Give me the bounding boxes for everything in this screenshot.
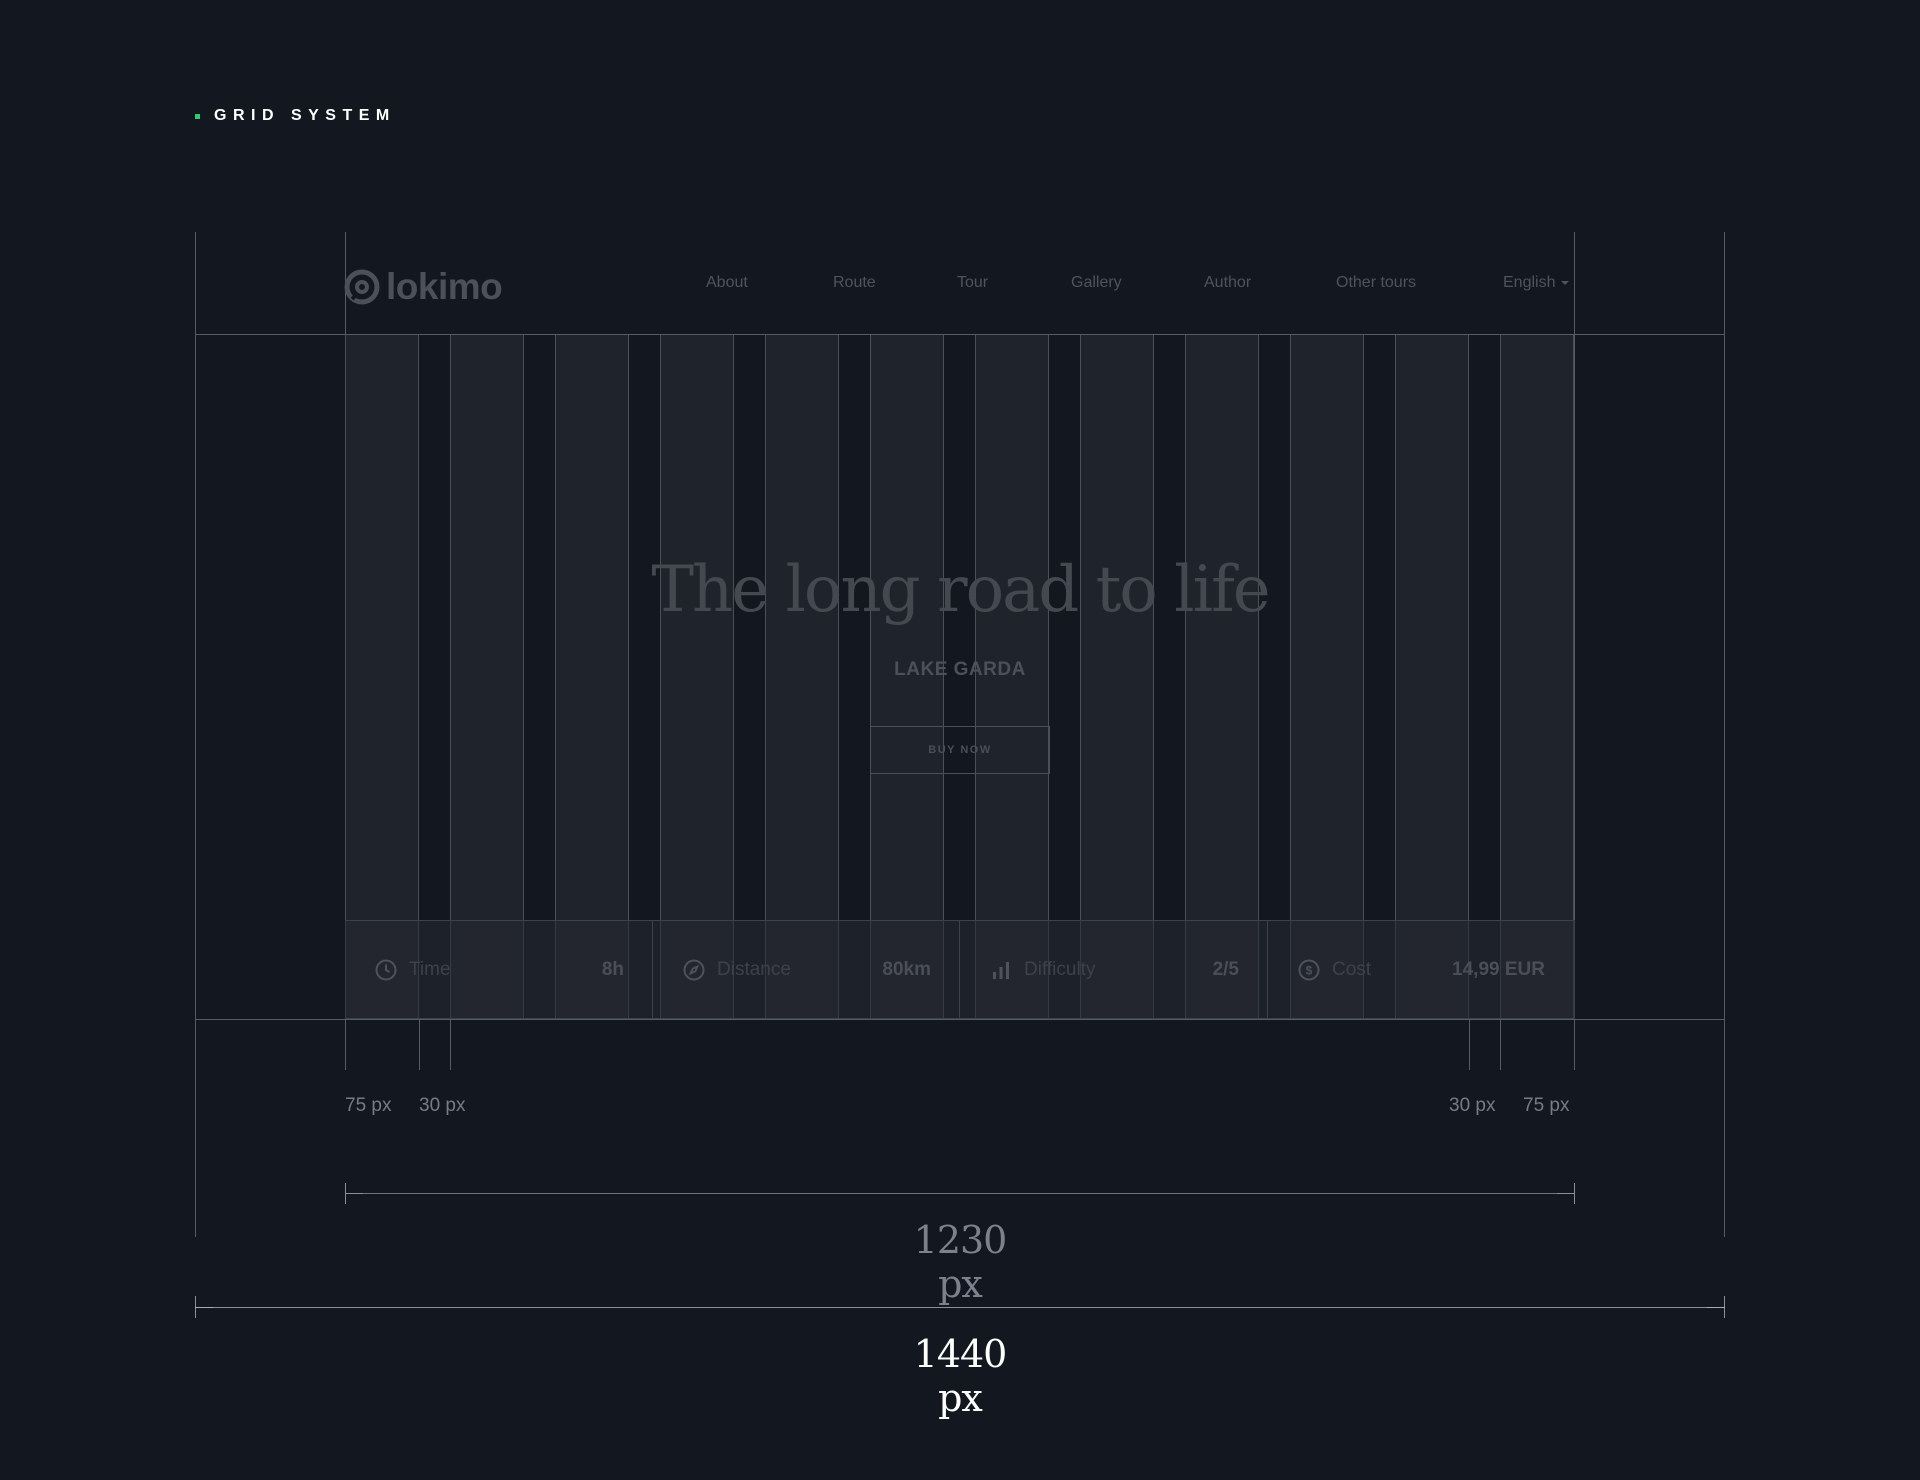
- stat-label: Time: [409, 958, 451, 980]
- margin-marker-line: [419, 1019, 420, 1070]
- hero-title: The long road to life: [651, 553, 1270, 627]
- content-right-edge: [1574, 232, 1575, 1070]
- grid-column: [555, 335, 629, 1019]
- page-right-edge: [1724, 232, 1725, 1237]
- language-label: English: [1503, 274, 1556, 291]
- grid-column: [1500, 335, 1574, 1019]
- nav-item-tour[interactable]: Tour: [957, 274, 989, 291]
- accent-dot: [195, 113, 200, 119]
- margin-right-label: 75 px: [1523, 1095, 1570, 1116]
- logo-text: lokimo: [386, 266, 503, 307]
- gutter-marker-line: [450, 1019, 451, 1070]
- clock-icon: [375, 959, 397, 980]
- nav-item-about[interactable]: About: [706, 274, 748, 291]
- stat-time: Time 8h: [345, 921, 652, 1018]
- grid-column: [345, 335, 419, 1019]
- section-title: GRID SYSTEM: [195, 105, 396, 127]
- stat-value: 8h: [601, 958, 624, 980]
- grid-column: [1290, 335, 1364, 1019]
- dimension-end-cap: [195, 1307, 213, 1308]
- nav-item-route[interactable]: Route: [833, 274, 876, 291]
- chevron-down-icon: [1561, 281, 1570, 285]
- gutter-marker-line: [1469, 1019, 1470, 1070]
- stat-label: Cost: [1332, 958, 1372, 980]
- grid-column: [1080, 335, 1154, 1019]
- content-width-dimension-line: [345, 1193, 1575, 1194]
- logo-mark-icon: [344, 269, 380, 305]
- grid-column: [765, 335, 839, 1019]
- nav-item-other-tours[interactable]: Other tours: [1336, 274, 1417, 291]
- nav-item-gallery[interactable]: Gallery: [1071, 274, 1122, 291]
- stat-distance: Distance 80km: [652, 921, 959, 1018]
- buy-now-button[interactable]: BUY NOW: [870, 726, 1050, 774]
- stat-cost: $ Cost 14,99 EUR: [1267, 921, 1573, 1018]
- grid-column: [870, 335, 944, 1019]
- hero-bottom-line: [195, 1019, 1725, 1020]
- stat-value: 2/5: [1212, 958, 1239, 980]
- page-width-label: 1440 px: [913, 1332, 1008, 1420]
- stat-difficulty: Difficulty 2/5: [959, 921, 1267, 1018]
- section-title-text: GRID SYSTEM: [214, 107, 396, 124]
- grid-column: [975, 335, 1049, 1019]
- logo[interactable]: lokimo: [344, 266, 503, 308]
- dimension-end-cap: [1557, 1193, 1575, 1194]
- compass-icon: [683, 959, 705, 980]
- content-width-label: 1230 px: [913, 1218, 1008, 1306]
- dollar-icon: $: [1298, 959, 1320, 980]
- grid-column: [1395, 335, 1469, 1019]
- stat-value: 14,99 EUR: [1452, 958, 1545, 980]
- dimension-end-cap: [345, 1193, 363, 1194]
- stat-value: 80km: [882, 958, 931, 980]
- gutter-left-label: 30 px: [419, 1095, 466, 1116]
- page-width-dimension-line: [195, 1307, 1725, 1308]
- tour-stats-bar: Time 8h Distance 80km Difficulty 2/5 $ C…: [345, 920, 1575, 1019]
- grid-column: [1185, 335, 1259, 1019]
- header-bottom-line: [195, 334, 1725, 335]
- svg-text:$: $: [1306, 963, 1313, 977]
- stat-label: Difficulty: [1024, 958, 1096, 980]
- dimension-end-cap: [1707, 1307, 1725, 1308]
- grid-column: [660, 335, 734, 1019]
- margin-left-label: 75 px: [345, 1095, 392, 1116]
- page-left-edge: [195, 232, 196, 1237]
- stat-label: Distance: [717, 958, 791, 980]
- hero-subtitle: LAKE GARDA: [894, 659, 1026, 680]
- margin-marker-line: [1500, 1019, 1501, 1070]
- grid-column: [450, 335, 524, 1019]
- gutter-right-label: 30 px: [1449, 1095, 1496, 1116]
- language-selector[interactable]: English: [1503, 274, 1570, 292]
- bar-chart-icon: [993, 961, 1009, 979]
- nav-item-author[interactable]: Author: [1204, 274, 1252, 291]
